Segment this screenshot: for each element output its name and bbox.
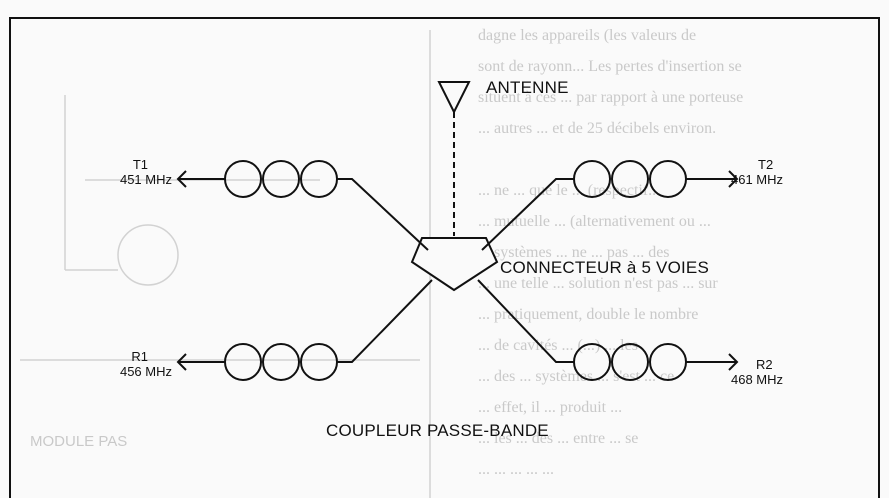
cavity-filter <box>224 160 262 198</box>
port-t2: T2 461 MHz <box>731 157 821 187</box>
port-r1-freq: 456 MHz <box>119 364 172 379</box>
branch-t1 <box>176 160 429 251</box>
ghost-text-line: ... les ... des ... entre ... se <box>478 430 639 447</box>
port-t1-freq: 451 MHz <box>119 172 172 187</box>
port-r2: R2 468 MHz <box>731 357 821 387</box>
ghost-text-line: ... de cavités ... (...) ... les <box>478 337 638 354</box>
ghost-text-line: ... ne ... que le ... (respectif... <box>478 182 661 199</box>
port-r1-name: R1 <box>131 349 148 364</box>
cavity-filter <box>300 343 338 381</box>
antenna-label: ANTENNE <box>486 78 569 97</box>
ghost-text-line: ... pratiquement, double le nombre <box>478 306 699 323</box>
five-way-connector <box>410 237 499 292</box>
ghost-text-line: situent à ces ... par rapport à une port… <box>478 89 744 106</box>
port-t1: T1 451 MHz <box>88 157 172 187</box>
port-r2-name: R2 <box>756 357 773 372</box>
cavity-filter <box>573 160 611 198</box>
antenna-icon <box>437 81 471 115</box>
port-r1: R1 456 MHz <box>88 349 172 379</box>
branch-t2 <box>481 160 739 251</box>
cavity-filter <box>573 343 611 381</box>
ghost-text-line: ... effet, il ... produit ... <box>478 399 623 416</box>
branch-r2 <box>477 279 739 381</box>
ghost-circle <box>117 224 179 286</box>
ghost-left-label: MODULE PAS <box>30 433 128 450</box>
coupler-title: COUPLEUR PASSE-BANDE <box>326 421 549 440</box>
ghost-text-line: sont de rayonn... Les pertes d'insertion… <box>478 58 742 75</box>
ghost-text-line: ... mutuelle ... (alternativement ou ... <box>478 213 711 230</box>
branch-r1 <box>176 279 433 381</box>
ghost-text-line: ... ... ... ... ... <box>478 461 554 478</box>
connector-label: CONNECTEUR à 5 VOIES <box>500 258 709 277</box>
port-t2-name: T2 <box>758 157 774 172</box>
cavity-filter <box>649 160 687 198</box>
ghost-text-line: ... systèmes ... ne ... pas ... des <box>478 244 670 261</box>
cavity-filter <box>262 160 300 198</box>
cavity-filter <box>224 343 262 381</box>
cavity-filter <box>611 160 649 198</box>
cavity-filter <box>262 343 300 381</box>
ghost-text-line: ... autres ... et de 25 décibels environ… <box>478 120 717 137</box>
cavity-filter <box>300 160 338 198</box>
ghost-text-line: ... une telle ... solution n'est pas ...… <box>478 275 718 292</box>
cavity-filter <box>611 343 649 381</box>
figure-border <box>9 17 880 498</box>
ghost-text-line: ... des ... systèmes ... s'est ... ce <box>478 368 675 385</box>
cavity-filter <box>649 343 687 381</box>
port-t1-name: T1 <box>132 157 148 172</box>
ghost-text-line: dagne les appareils (les valeurs de <box>478 27 697 44</box>
port-r2-freq: 468 MHz <box>731 372 784 387</box>
port-t2-freq: 461 MHz <box>731 172 784 187</box>
